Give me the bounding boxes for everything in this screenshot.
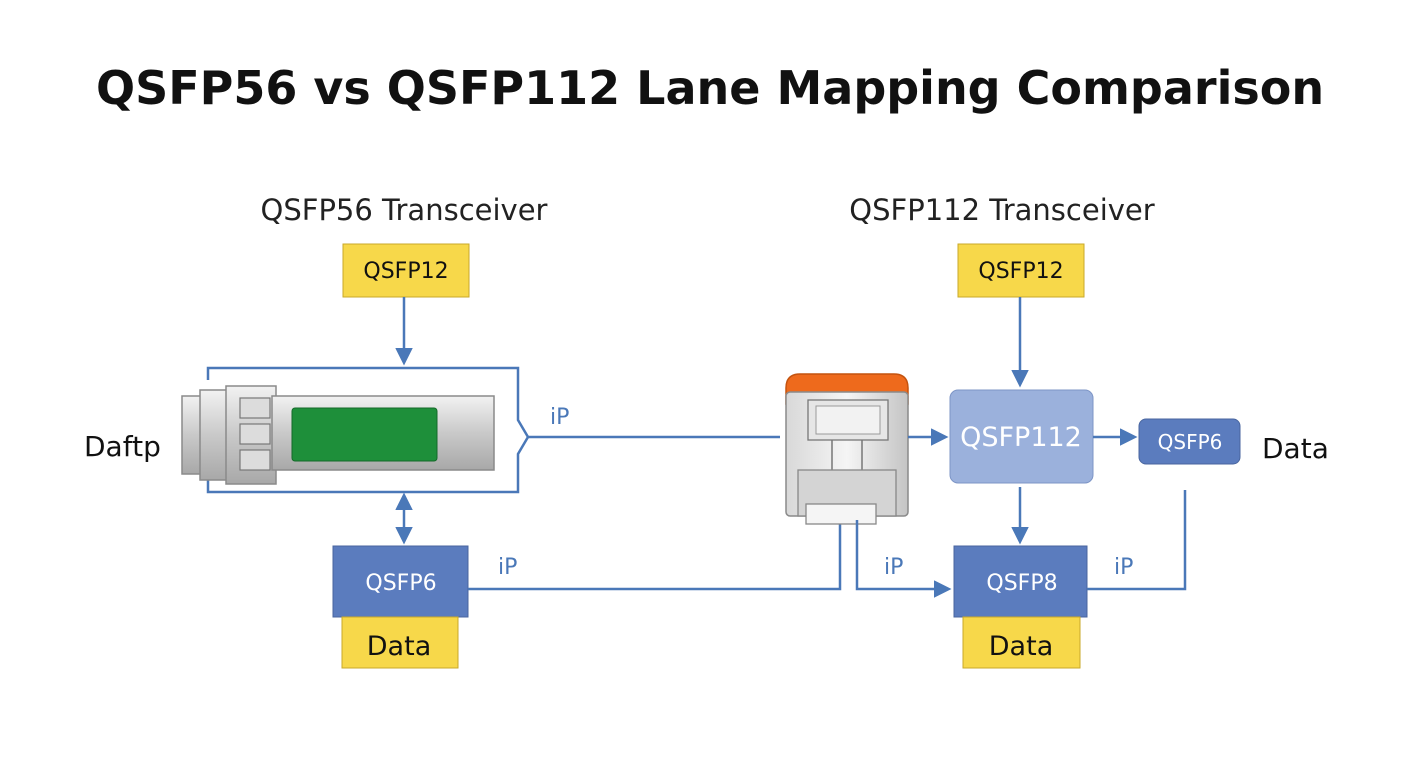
qsfp112-data-label: Data: [989, 631, 1053, 662]
qsfp56-data-box: Data: [341, 616, 459, 669]
qsfp112-bottom-box: QSFP8: [953, 545, 1088, 618]
bottom-to-right-line: [1087, 490, 1187, 591]
transceiver-module-icon: [181, 385, 495, 485]
connector-cage-icon: [785, 373, 909, 525]
qsfp112-center-box: QSFP112: [949, 389, 1094, 484]
qsfp112-right-box-label: QSFP6: [1158, 430, 1223, 454]
page-title: QSFP56 vs QSFP112 Lane Mapping Compariso…: [96, 61, 1324, 115]
qsfp112-top-box: QSFP12: [957, 243, 1085, 298]
qsfp56-top-box: QSFP12: [342, 243, 470, 298]
qsfp56-bottom-box-label: QSFP6: [365, 571, 436, 596]
link-line-lower: [468, 520, 842, 591]
qsfp56-side-label: Daftp: [84, 430, 161, 463]
ip-label-upper: iP: [550, 405, 569, 430]
qsfp112-top-box-label: QSFP12: [978, 259, 1063, 284]
qsfp112-data-box: Data: [962, 616, 1081, 669]
qsfp56-heading: QSFP56 Transceiver: [261, 193, 548, 227]
ip-label-right-right: iP: [1114, 555, 1133, 580]
qsfp112-center-box-label: QSFP112: [960, 422, 1082, 453]
qsfp56-data-label: Data: [367, 631, 431, 662]
qsfp112-heading: QSFP112 Transceiver: [849, 193, 1154, 227]
qsfp112-side-label: Data: [1262, 432, 1329, 465]
qsfp56-bottom-box: QSFP6: [332, 545, 469, 618]
qsfp112-bottom-box-label: QSFP8: [986, 571, 1057, 596]
ip-label-lower: iP: [498, 555, 517, 580]
qsfp56-top-box-label: QSFP12: [363, 259, 448, 284]
ip-label-right-left: iP: [884, 555, 903, 580]
qsfp112-right-box: QSFP6: [1138, 418, 1241, 465]
connector-to-bottom-line: [855, 520, 952, 598]
